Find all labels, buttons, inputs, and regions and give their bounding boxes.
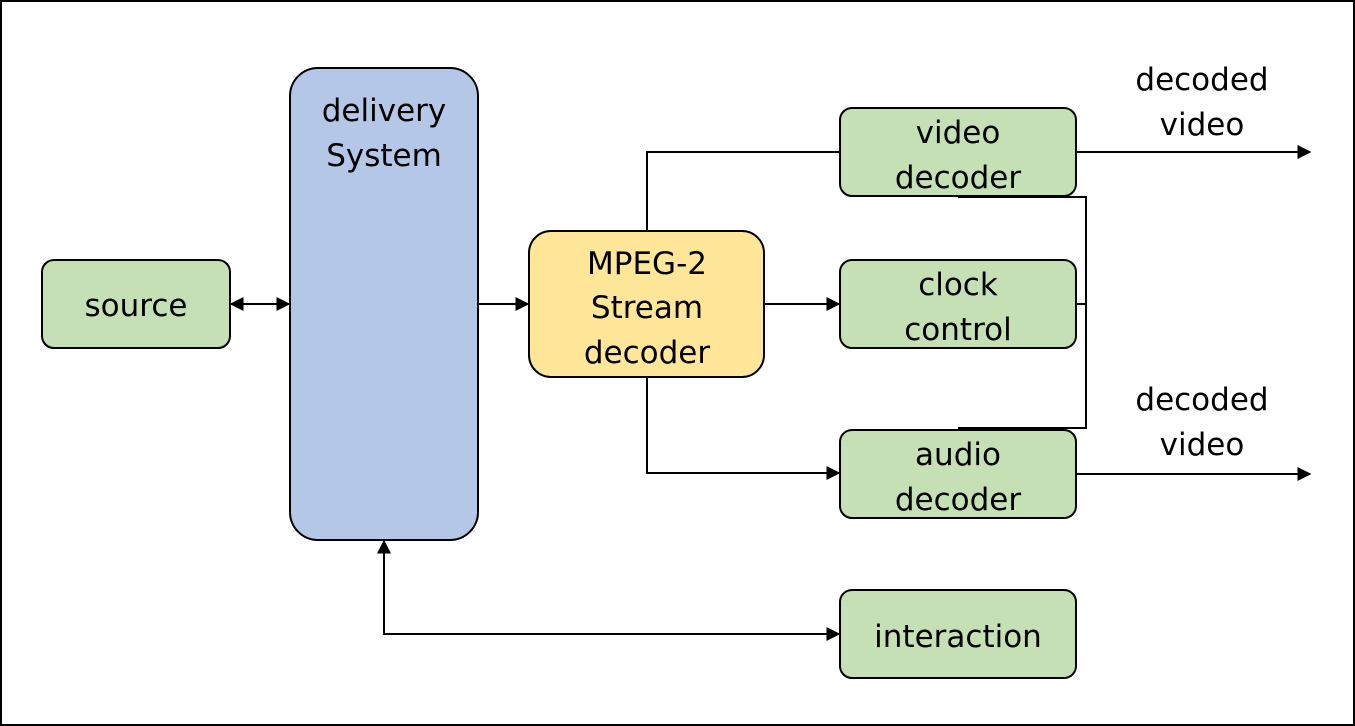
interaction-box xyxy=(839,589,1077,679)
delivery-label-1: delivery xyxy=(322,93,446,129)
video-output-label-1: decoded xyxy=(1135,62,1268,98)
video-decoder-box xyxy=(839,107,1077,197)
clock-label-2: control xyxy=(904,312,1011,348)
audio-decoder-label-1: audio xyxy=(915,437,1001,473)
clock-label-1: clock xyxy=(918,267,998,303)
interaction-label: interaction xyxy=(874,619,1042,655)
mpeg2-stream-decoder-box xyxy=(528,230,765,378)
mpeg-video-line xyxy=(646,151,840,231)
delivery-system-box xyxy=(289,67,479,541)
source-box xyxy=(41,259,231,349)
audio-decoder-label-2: decoder xyxy=(895,482,1022,518)
audio-output-label-2: video xyxy=(1160,427,1245,463)
video-decoder-label-2: decoder xyxy=(895,160,1022,196)
mpeg-label-2: Stream xyxy=(591,290,703,326)
mpeg-audio-arrow xyxy=(646,377,841,480)
delivery-label-2: System xyxy=(326,138,442,174)
mpeg-label-1: MPEG-2 xyxy=(587,246,707,282)
video-output-label-2: video xyxy=(1160,107,1245,143)
clock-control-box xyxy=(839,259,1077,349)
video-decoder-label-1: video xyxy=(916,115,1001,151)
mpeg-label-3: decoder xyxy=(584,335,711,371)
audio-decoder-box xyxy=(839,429,1077,519)
delivery-interaction-arrow xyxy=(377,539,841,641)
audio-output-label-1: decoded xyxy=(1135,382,1268,418)
source-label: source xyxy=(85,288,188,324)
